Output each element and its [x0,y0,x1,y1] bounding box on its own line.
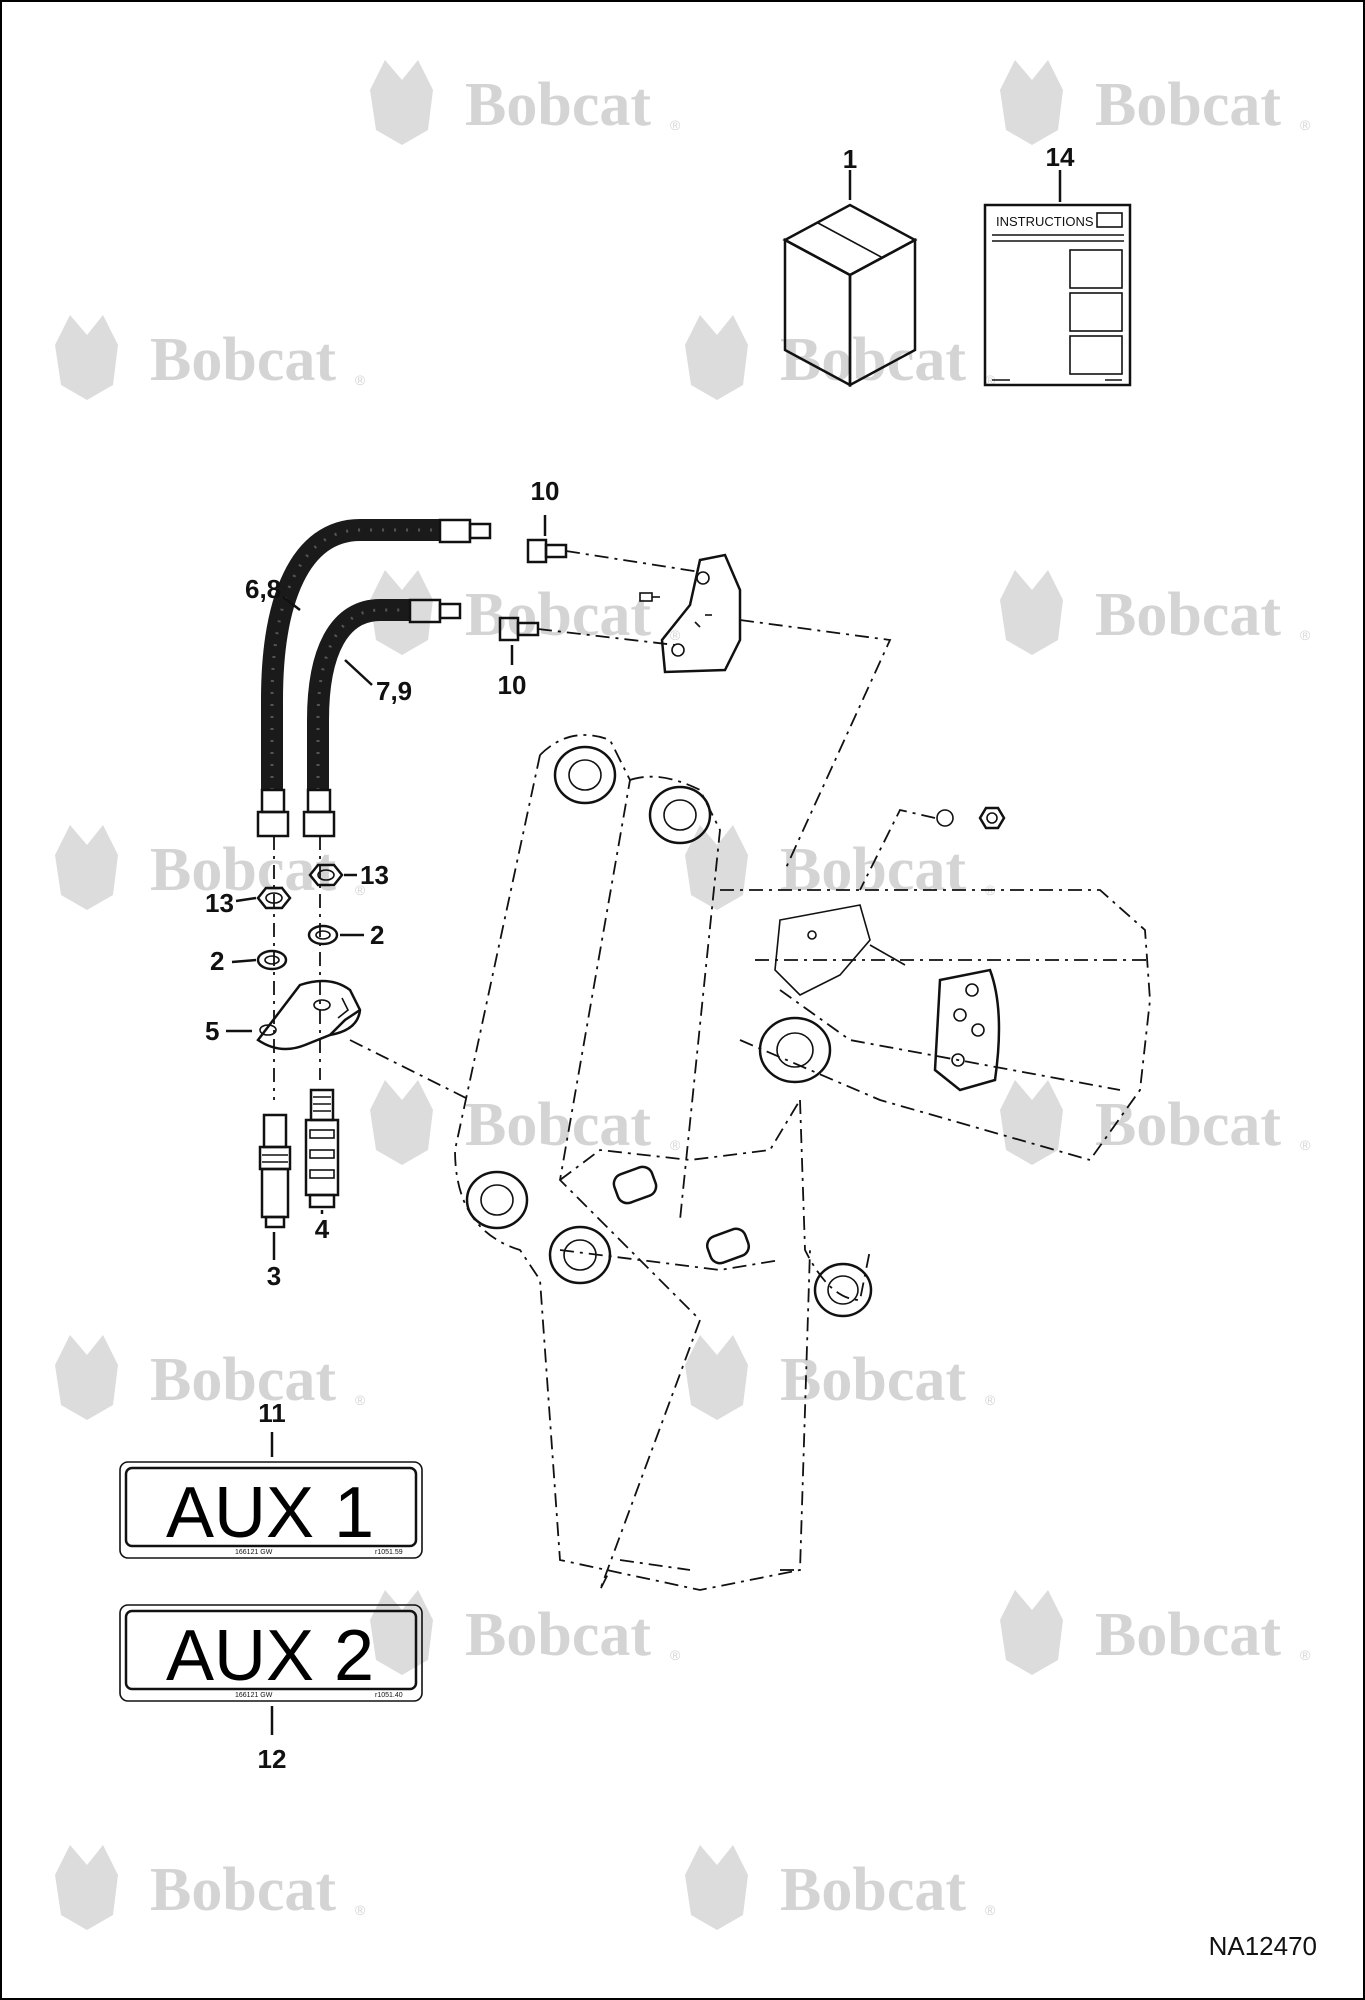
callout-7-9: 7,9 [376,676,412,706]
svg-text:®: ® [670,627,681,643]
watermark-text: Bobcat [465,71,651,139]
bobcat-logo-watermark: Bobcat ® [1000,1590,1311,1675]
fitting [498,538,568,642]
bobcat-logo-watermark: Bobcat ® [55,315,366,400]
bobcat-logo-watermark: Bobcat ® [1000,60,1311,145]
fitting [408,518,492,624]
bracket [256,979,362,1051]
instructions-title: INSTRUCTIONS [996,214,1094,229]
svg-text:®: ® [1300,1647,1311,1663]
coupler [304,1088,340,1209]
aux1-label: AUX 1 [166,1473,374,1553]
svg-text:®: ® [355,1392,366,1408]
watermark-text: Bobcat [150,836,336,904]
watermark-text: Bobcat [150,1346,336,1414]
svg-text:®: ® [355,882,366,898]
svg-text:®: ® [1300,1137,1311,1153]
watermark-text: Bobcat [1095,1091,1281,1159]
watermark-text: Bobcat [780,1346,966,1414]
svg-text:®: ® [1300,117,1311,133]
fitting [256,788,336,838]
callout-4: 4 [315,1214,330,1244]
bobcat-logo-watermark: Bobcat ® [55,825,366,910]
callout-13-left: 13 [205,888,234,918]
drawing-id: NA12470 [1208,1931,1317,1961]
bobcat-logo-watermark: Bobcat ® [55,1845,366,1930]
coupler [258,1113,292,1229]
watermark-text: Bobcat [780,836,966,904]
svg-text:®: ® [985,372,996,388]
bobcat-logo-watermark: Bobcat ® [370,60,681,145]
callout-13-right: 13 [360,860,389,890]
bobcat-logo-watermark: Bobcat ® [370,570,681,655]
svg-text:®: ® [670,1647,681,1663]
svg-text:166121 GW: 166121 GW [235,1549,273,1556]
watermark-text: Bobcat [780,1856,966,1924]
svg-text:166121 GW: 166121 GW [235,1692,273,1699]
callout-12: 12 [258,1744,287,1774]
svg-text:r1051.59: r1051.59 [375,1549,403,1556]
watermark-text: Bobcat [1095,1601,1281,1669]
watermark-text: Bobcat [1095,581,1281,649]
watermark-layer: Bobcat® Bobcat® Bobcat® Bobcat® Bobcat® … [55,60,1311,1930]
bobcat-logo-watermark: Bobcat ® [55,1335,366,1420]
svg-text:®: ® [670,117,681,133]
callout-11: 11 [258,1398,286,1428]
svg-text:®: ® [985,1902,996,1918]
aux-decal: AUX 2 166121 GW r1051.40 [119,1604,423,1702]
parts-box: 1 [782,144,918,388]
nut [936,806,1006,830]
callout-10-top: 10 [531,476,560,506]
bobcat-logo-watermark: Bobcat ® [685,315,996,400]
watermark-text: Bobcat [465,1091,651,1159]
callout-2-right: 2 [370,920,384,950]
svg-text:®: ® [670,1137,681,1153]
watermark-text: Bobcat [150,1856,336,1924]
o-ring [256,924,339,971]
svg-text:®: ® [355,372,366,388]
svg-text:®: ® [355,1902,366,1918]
callout-14: 14 [1046,142,1075,172]
watermark-text: Bobcat [465,581,651,649]
callout-3: 3 [267,1261,281,1291]
callout-6-8: 6,8 [245,574,281,604]
svg-text:®: ® [985,1392,996,1408]
bobcat-logo-watermark: Bobcat® [685,825,996,910]
bracket [639,553,742,674]
bobcat-logo-watermark: Bobcat ® [1000,1080,1311,1165]
callout-5: 5 [205,1016,219,1046]
bobcat-logo-watermark: Bobcat ® [685,1845,996,1930]
watermark-text: Bobcat [1095,71,1281,139]
bobcat-logo-watermark: Bobcat ® [685,1335,996,1420]
hydraulic-hose [261,519,440,790]
bobcat-logo-watermark: Bobcat ® [1000,570,1311,655]
svg-text:®: ® [1300,627,1311,643]
watermark-text: Bobcat [780,326,966,394]
excavator-arm [454,734,1151,1591]
aux-decal: AUX 1 166121 GW r1051.59 [119,1461,423,1559]
instructions-sheet: INSTRUCTIONS 14 [983,142,1132,387]
watermark-text: Bobcat [465,1601,651,1669]
nut [256,863,344,910]
svg-text:r1051.40: r1051.40 [375,1692,403,1699]
callout-10-bottom: 10 [498,670,527,700]
watermark-text: Bobcat [150,326,336,394]
callout-1: 1 [843,144,857,174]
bobcat-logo-watermark: Bobcat ® [370,1080,681,1165]
aux2-label: AUX 2 [166,1616,374,1696]
callout-2-left: 2 [210,946,224,976]
